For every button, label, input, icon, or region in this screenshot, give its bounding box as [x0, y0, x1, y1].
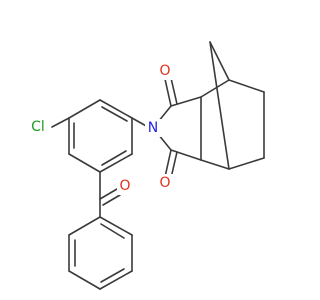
- double-bond-inner: [101, 150, 127, 166]
- bond: [170, 96, 202, 107]
- double-bond-inner: [101, 106, 128, 122]
- label-background: [117, 177, 133, 195]
- norbornane-framework: [200, 41, 265, 170]
- imide-ring: [157, 77, 202, 179]
- bond-bridge: [209, 41, 230, 81]
- label-background: [26, 118, 50, 136]
- bond-bridge: [209, 41, 230, 170]
- bond: [99, 270, 133, 290]
- bond-imide-carbonyl-top: [170, 77, 178, 105]
- nitrogen-label: N: [148, 120, 158, 136]
- bond: [99, 153, 133, 173]
- bond-imide-carbonyl-bottom: [164, 149, 172, 178]
- bond: [68, 99, 101, 119]
- label-background: [157, 174, 173, 192]
- chlorophenyl-ring: [68, 99, 133, 173]
- bond: [68, 216, 101, 236]
- bond: [99, 216, 133, 236]
- oxygen-label-top: O: [159, 63, 170, 79]
- double-bond-inner: [100, 223, 125, 239]
- benzoyl-group: [68, 188, 133, 290]
- bond: [68, 270, 101, 290]
- bond-carbonyl-to-o: [99, 188, 118, 200]
- atom-labels: O O O N Cl: [26, 62, 173, 195]
- bond-ring-to-cl: [51, 117, 70, 128]
- bond: [99, 99, 133, 119]
- bond: [228, 79, 265, 93]
- bond: [68, 153, 101, 173]
- bond: [200, 159, 230, 170]
- bond-carbonyl-to-o: [102, 194, 121, 206]
- bond: [170, 149, 202, 161]
- chlorine-label: Cl: [31, 119, 45, 135]
- bond-imide-carbonyl-bottom: [170, 151, 178, 179]
- bond-imide-carbonyl-top: [164, 78, 172, 107]
- oxygen-label-ketone: O: [119, 178, 130, 194]
- oxygen-label-bottom: O: [159, 175, 170, 191]
- label-background: [145, 119, 161, 137]
- bond: [200, 79, 230, 98]
- label-background: [157, 62, 173, 80]
- double-bond-inner: [100, 268, 125, 283]
- bond: [228, 157, 265, 170]
- molecule-structure-diagram: O O O N Cl: [26, 41, 265, 290]
